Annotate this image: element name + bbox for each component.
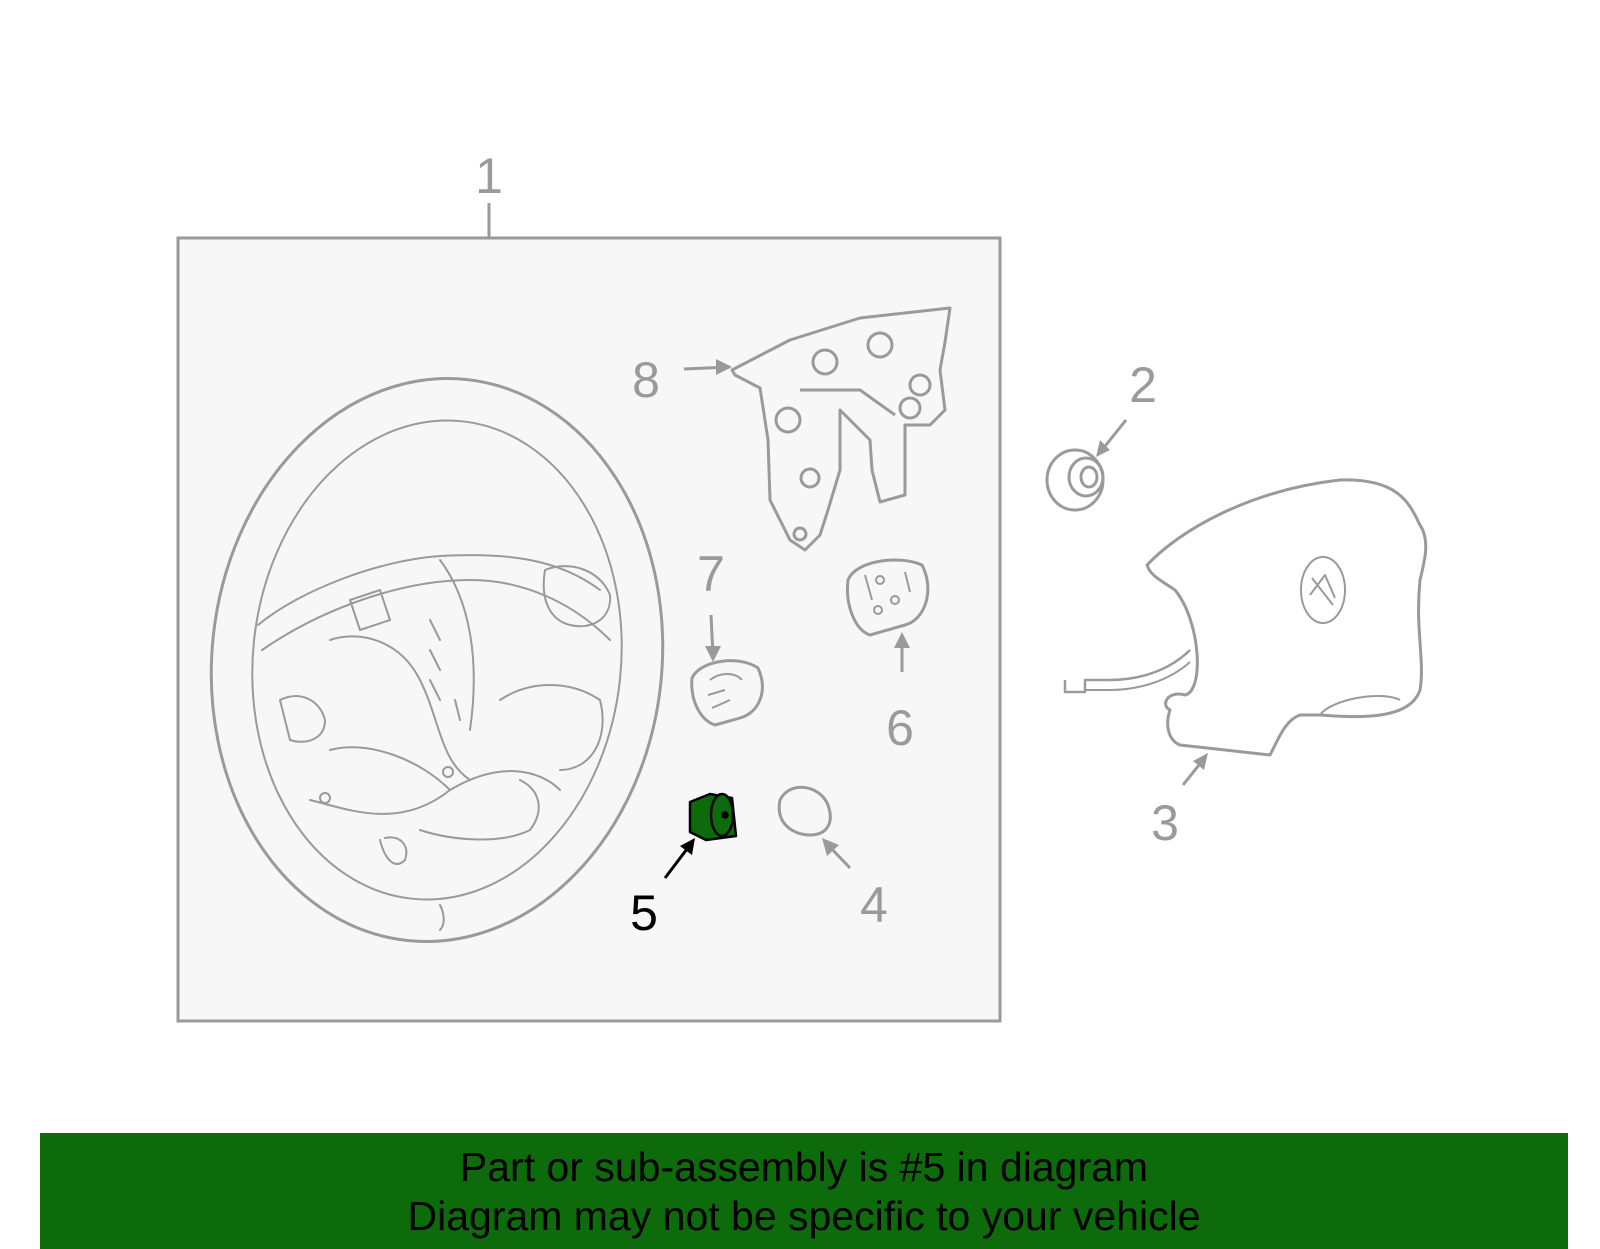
leader-line-2 bbox=[1100, 419, 1128, 451]
callout-1: 1 bbox=[475, 148, 503, 204]
switch-icon-6 bbox=[845, 558, 930, 637]
highlighted-part-icon-5 bbox=[688, 792, 738, 842]
callout-5: 5 bbox=[630, 885, 658, 941]
callout-2: 2 bbox=[1129, 357, 1157, 413]
banner-line-2: Diagram may not be specific to your vehi… bbox=[407, 1193, 1201, 1239]
callout-4: 4 bbox=[860, 877, 888, 933]
arrow-7 bbox=[705, 646, 721, 662]
arrow-5 bbox=[680, 838, 695, 855]
info-banner: Part or sub-assembly is #5 in diagram Di… bbox=[40, 1133, 1568, 1249]
airbag-icon-3 bbox=[1063, 478, 1428, 757]
banner-line-1: Part or sub-assembly is #5 in diagram bbox=[459, 1144, 1149, 1190]
arrow-3 bbox=[1193, 753, 1208, 770]
arrow-2 bbox=[1096, 440, 1110, 457]
callout-6: 6 bbox=[886, 700, 914, 756]
callout-7: 7 bbox=[697, 546, 725, 602]
leader-line-5 bbox=[663, 844, 692, 879]
callout-3: 3 bbox=[1151, 795, 1179, 851]
arrow-4 bbox=[822, 838, 839, 856]
arrow-6 bbox=[894, 632, 910, 648]
nut-icon-2 bbox=[1045, 448, 1105, 512]
steering-wheel-icon bbox=[209, 377, 665, 943]
switch-icon-7 bbox=[690, 659, 764, 727]
callout-8: 8 bbox=[632, 352, 660, 408]
cap-icon-4 bbox=[777, 785, 832, 837]
bracket-icon bbox=[730, 306, 952, 552]
arrow-8 bbox=[716, 359, 732, 375]
